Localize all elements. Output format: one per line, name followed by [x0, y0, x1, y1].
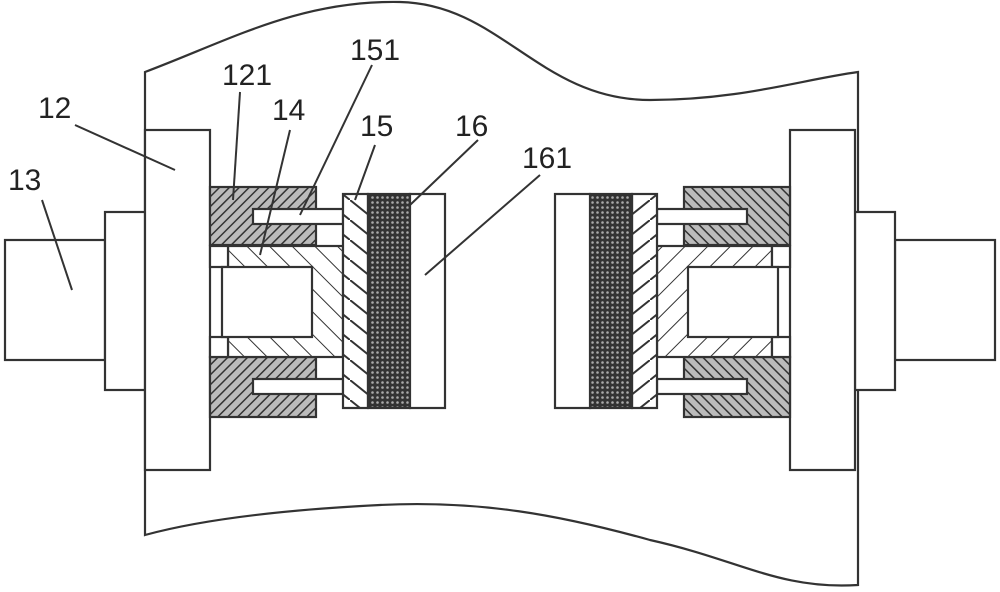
label-13: 13 — [8, 164, 41, 197]
label-12: 12 — [38, 92, 71, 125]
label-161: 161 — [522, 142, 572, 175]
label-15: 15 — [360, 110, 393, 143]
label-121: 121 — [222, 59, 272, 92]
label-151: 151 — [350, 34, 400, 67]
label-14: 14 — [272, 94, 305, 127]
label-16: 16 — [455, 110, 488, 143]
